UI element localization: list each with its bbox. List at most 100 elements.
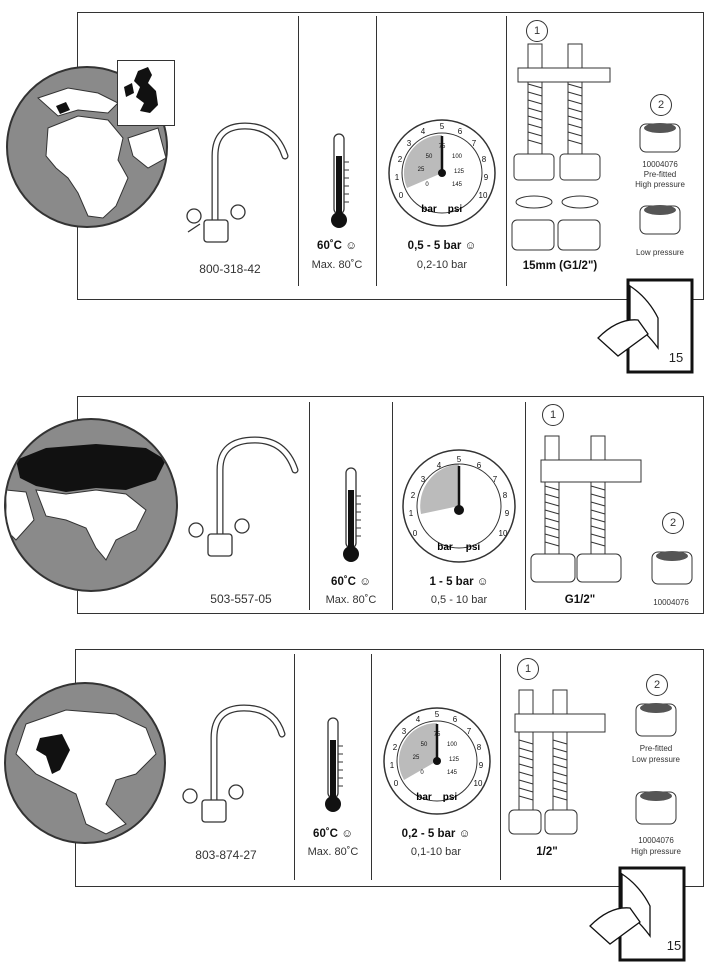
globe-icon bbox=[4, 682, 166, 844]
svg-text:4: 4 bbox=[416, 715, 421, 724]
svg-text:100: 100 bbox=[447, 742, 458, 748]
divider bbox=[506, 16, 508, 286]
svg-text:2: 2 bbox=[411, 491, 416, 500]
svg-text:1: 1 bbox=[390, 761, 395, 770]
svg-text:psi: psi bbox=[443, 792, 458, 803]
svg-text:2: 2 bbox=[398, 155, 403, 164]
svg-text:100: 100 bbox=[452, 154, 463, 160]
max-temperature: Max. 80˚C bbox=[311, 259, 363, 271]
svg-text:4: 4 bbox=[421, 127, 426, 136]
svg-text:3: 3 bbox=[407, 139, 412, 148]
svg-text:2: 2 bbox=[393, 743, 398, 752]
aerator-icon bbox=[635, 703, 677, 737]
pressure-range: 0,2-10 bar bbox=[416, 259, 468, 271]
svg-text:6: 6 bbox=[453, 715, 458, 724]
svg-text:75: 75 bbox=[434, 732, 441, 738]
svg-text:10: 10 bbox=[479, 191, 488, 200]
svg-text:psi: psi bbox=[466, 542, 481, 553]
svg-text:8: 8 bbox=[477, 743, 482, 752]
svg-text:bar: bar bbox=[437, 542, 453, 553]
hose-icon bbox=[530, 435, 642, 583]
svg-text:9: 9 bbox=[484, 173, 489, 182]
aerator-label: Pre-fitted bbox=[639, 744, 673, 753]
svg-text:50: 50 bbox=[426, 154, 433, 160]
aerator-id: 10004076 bbox=[638, 836, 674, 845]
connection-size: 15mm (G1/2") bbox=[522, 260, 598, 272]
faucet-icon bbox=[182, 704, 286, 823]
aerator-label: High pressure bbox=[635, 180, 685, 189]
smiley-icon: ☺ bbox=[341, 828, 353, 840]
svg-text:5: 5 bbox=[457, 455, 462, 464]
svg-text:50: 50 bbox=[421, 742, 428, 748]
pressure-value: 0,5 - 5 bar ☺ bbox=[407, 240, 477, 252]
article-number: 800-318-42 bbox=[199, 262, 261, 276]
aerator-icon bbox=[651, 551, 693, 585]
pressure-value: 0,2 - 5 bar ☺ bbox=[401, 828, 471, 840]
aerator-label: High pressure bbox=[631, 847, 681, 856]
divider bbox=[392, 402, 394, 610]
svg-text:7: 7 bbox=[493, 475, 498, 484]
svg-text:bar: bar bbox=[421, 204, 437, 215]
svg-text:0: 0 bbox=[420, 770, 424, 776]
svg-text:5: 5 bbox=[435, 710, 440, 719]
aerator-icon bbox=[639, 205, 681, 235]
svg-text:4: 4 bbox=[437, 461, 442, 470]
svg-text:145: 145 bbox=[452, 182, 463, 188]
article-number: 803-874-27 bbox=[195, 848, 257, 862]
step-2-badge: 2 bbox=[662, 512, 684, 534]
svg-text:25: 25 bbox=[418, 167, 425, 173]
svg-text:7: 7 bbox=[467, 727, 472, 736]
step-1-badge: 1 bbox=[517, 658, 539, 680]
aerator-id: 10004076 bbox=[653, 598, 689, 607]
page-number: 15 bbox=[666, 938, 682, 953]
map-europe-africa bbox=[37, 87, 166, 219]
svg-text:3: 3 bbox=[421, 475, 426, 484]
aerator-icon bbox=[639, 123, 681, 153]
svg-text:6: 6 bbox=[458, 127, 463, 136]
svg-text:0: 0 bbox=[399, 191, 404, 200]
article-number: 503-557-05 bbox=[210, 592, 272, 606]
temperature-value: 60˚C ☺ bbox=[317, 240, 357, 252]
svg-text:125: 125 bbox=[449, 757, 460, 763]
uk-inset-map bbox=[117, 60, 175, 126]
page-turn-icon bbox=[597, 278, 694, 374]
max-temperature: Max. 80˚C bbox=[307, 846, 359, 858]
svg-text:bar: bar bbox=[416, 792, 432, 803]
temperature-value: 60˚C ☺ bbox=[331, 576, 371, 588]
max-temperature: Max. 80˚C bbox=[325, 594, 377, 606]
svg-text:145: 145 bbox=[447, 770, 458, 776]
step-2-badge: 2 bbox=[646, 674, 668, 696]
page-number: 15 bbox=[668, 350, 684, 365]
svg-text:25: 25 bbox=[413, 755, 420, 761]
temperature-value: 60˚C ☺ bbox=[313, 828, 353, 840]
step-1-badge: 1 bbox=[542, 404, 564, 426]
divider bbox=[294, 654, 296, 880]
step-1-badge: 1 bbox=[526, 20, 548, 42]
hose-icon bbox=[508, 689, 606, 835]
svg-text:0: 0 bbox=[394, 779, 399, 788]
thermometer-icon bbox=[331, 133, 349, 228]
thermometer-icon bbox=[325, 717, 343, 812]
hose-icon bbox=[511, 43, 611, 251]
svg-text:5: 5 bbox=[440, 122, 445, 131]
page-turn-icon bbox=[589, 866, 686, 962]
svg-text:psi: psi bbox=[448, 204, 463, 215]
smiley-icon: ☺ bbox=[464, 240, 477, 252]
aerator-label: Low pressure bbox=[635, 248, 685, 257]
map-south-asia bbox=[15, 709, 157, 835]
divider bbox=[298, 16, 300, 286]
divider bbox=[376, 16, 378, 286]
svg-text:7: 7 bbox=[472, 139, 477, 148]
pressure-value: 1 - 5 bar ☺ bbox=[429, 576, 489, 588]
svg-text:0: 0 bbox=[425, 182, 429, 188]
svg-text:1: 1 bbox=[409, 509, 414, 518]
globe-icon bbox=[4, 418, 178, 592]
pressure-range: 0,1-10 bar bbox=[410, 846, 462, 858]
svg-text:8: 8 bbox=[482, 155, 487, 164]
svg-text:125: 125 bbox=[454, 169, 465, 175]
svg-text:10: 10 bbox=[474, 779, 483, 788]
smiley-icon: ☺ bbox=[458, 828, 471, 840]
svg-text:75: 75 bbox=[439, 144, 446, 150]
